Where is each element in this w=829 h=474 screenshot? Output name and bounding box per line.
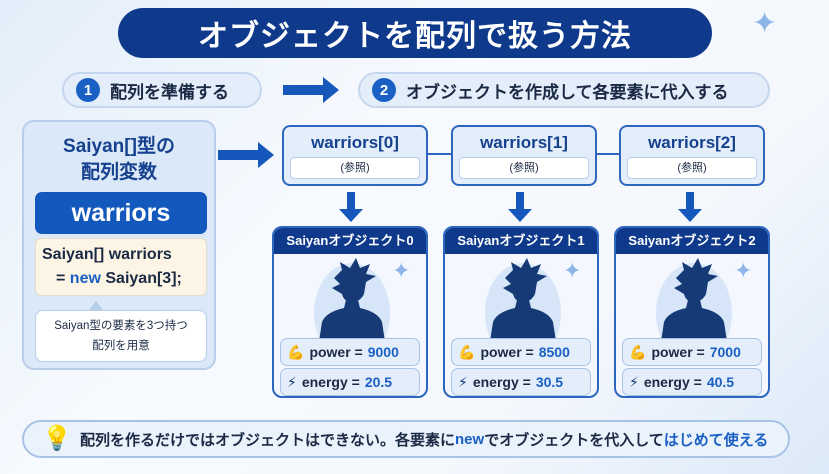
saiyan-silhouette-icon [485,258,561,348]
sparkle-icon: ✦ [392,258,411,283]
right-arrow-icon [283,77,339,103]
element-name: warriors[0] [311,133,399,152]
reference-slot: (参照) [459,157,589,179]
object-title: Saiyanオブジェクト1 [445,228,597,254]
saiyan-object-card: Saiyanオブジェクト2 ✦ 💪power =7000 ⚡energy =40… [614,226,770,398]
element-name: warriors[2] [648,133,736,152]
tip-text: 配列を作るだけではオブジェクトはできない。各要素に [80,431,456,449]
field-label: energy = [301,374,360,390]
field-value: 20.5 [364,374,393,390]
code-line: Saiyan[] warriors [42,246,172,263]
reference-slot: (参照) [627,157,757,179]
array-element-2: warriors[2] (参照) [619,125,765,186]
lightning-icon: ⚡ [458,373,468,390]
sparkle-icon: ✦ [563,258,582,283]
energy-field: ⚡energy =30.5 [451,368,591,396]
connector-line [428,153,451,155]
tip-banner: 💡 配列を作るだけではオブジェクトはできない。各要素に new でオブジェクトを… [22,420,790,458]
muscle-icon: 💪 [287,343,305,360]
field-value: 7000 [709,344,741,360]
tip-text: でオブジェクトを代入して [484,431,664,449]
field-label: energy = [472,374,531,390]
panel-heading: Saiyan[]型の配列変数 [24,134,214,186]
field-label: power = [480,344,534,360]
code-token: = [56,270,66,287]
variable-name: warriors [35,192,207,234]
field-value: 9000 [367,344,399,360]
note-line: Saiyan型の要素を3つ持つ [54,320,188,332]
right-arrow-icon [218,142,274,168]
saiyan-silhouette-icon [314,258,390,348]
lightning-icon: ⚡ [287,373,297,390]
power-field: 💪power =9000 [280,338,420,366]
saiyan-silhouette-icon [656,258,732,348]
note-line: 配列を用意 [92,340,150,352]
down-arrow-icon [339,192,363,222]
step-2: 2 オブジェクトを作成して各要素に代入する [358,72,770,108]
down-arrow-icon [678,192,702,222]
field-label: power = [651,344,705,360]
object-title: Saiyanオブジェクト0 [274,228,426,254]
step-1: 1 配列を準備する [62,72,262,108]
power-field: 💪power =7000 [622,338,762,366]
lightbulb-icon: 💡 [42,425,72,452]
object-title: Saiyanオブジェクト2 [616,228,768,254]
field-value: 30.5 [535,374,564,390]
array-variable-panel: Saiyan[]型の配列変数 warriors Saiyan[] warrior… [22,120,216,370]
array-element-0: warriors[0] (参照) [282,125,428,186]
element-name: warriors[1] [480,133,568,152]
tip-keyword: new [455,430,485,448]
field-value: 8500 [538,344,570,360]
lightning-icon: ⚡ [629,373,639,390]
field-label: energy = [643,374,702,390]
energy-field: ⚡energy =40.5 [622,368,762,396]
down-arrow-icon [508,192,532,222]
muscle-icon: 💪 [458,343,476,360]
sparkle-icon: ✦ [734,258,753,283]
tip-highlight: はじめて使える [663,431,769,449]
code-keyword: new [69,270,101,287]
step-number: 2 [372,78,396,102]
reference-slot: (参照) [290,157,420,179]
heading-line: 配列変数 [80,162,157,183]
power-field: 💪power =8500 [451,338,591,366]
step-number: 1 [76,78,100,102]
field-value: 40.5 [706,374,735,390]
field-label: power = [309,344,363,360]
step-label: オブジェクトを作成して各要素に代入する [406,82,729,102]
array-element-1: warriors[1] (参照) [451,125,597,186]
saiyan-object-card: Saiyanオブジェクト1 ✦ 💪power =8500 ⚡energy =30… [443,226,599,398]
code-token: Saiyan[3]; [105,270,182,287]
page-title: オブジェクトを配列で扱う方法 [118,8,712,58]
saiyan-object-card: Saiyanオブジェクト0 ✦ 💪power =9000 ⚡energy =20… [272,226,428,398]
muscle-icon: 💪 [629,343,647,360]
code-snippet: Saiyan[] warriors = new Saiyan[3]; [35,238,207,296]
sparkle-icon: ✦ [752,7,778,40]
callout-note: Saiyan型の要素を3つ持つ配列を用意 [35,301,207,362]
energy-field: ⚡energy =20.5 [280,368,420,396]
connector-line [596,153,619,155]
code-line: = new Saiyan[3]; [42,267,200,291]
step-label: 配列を準備する [110,82,229,102]
heading-line: Saiyan[]型の [63,136,175,157]
